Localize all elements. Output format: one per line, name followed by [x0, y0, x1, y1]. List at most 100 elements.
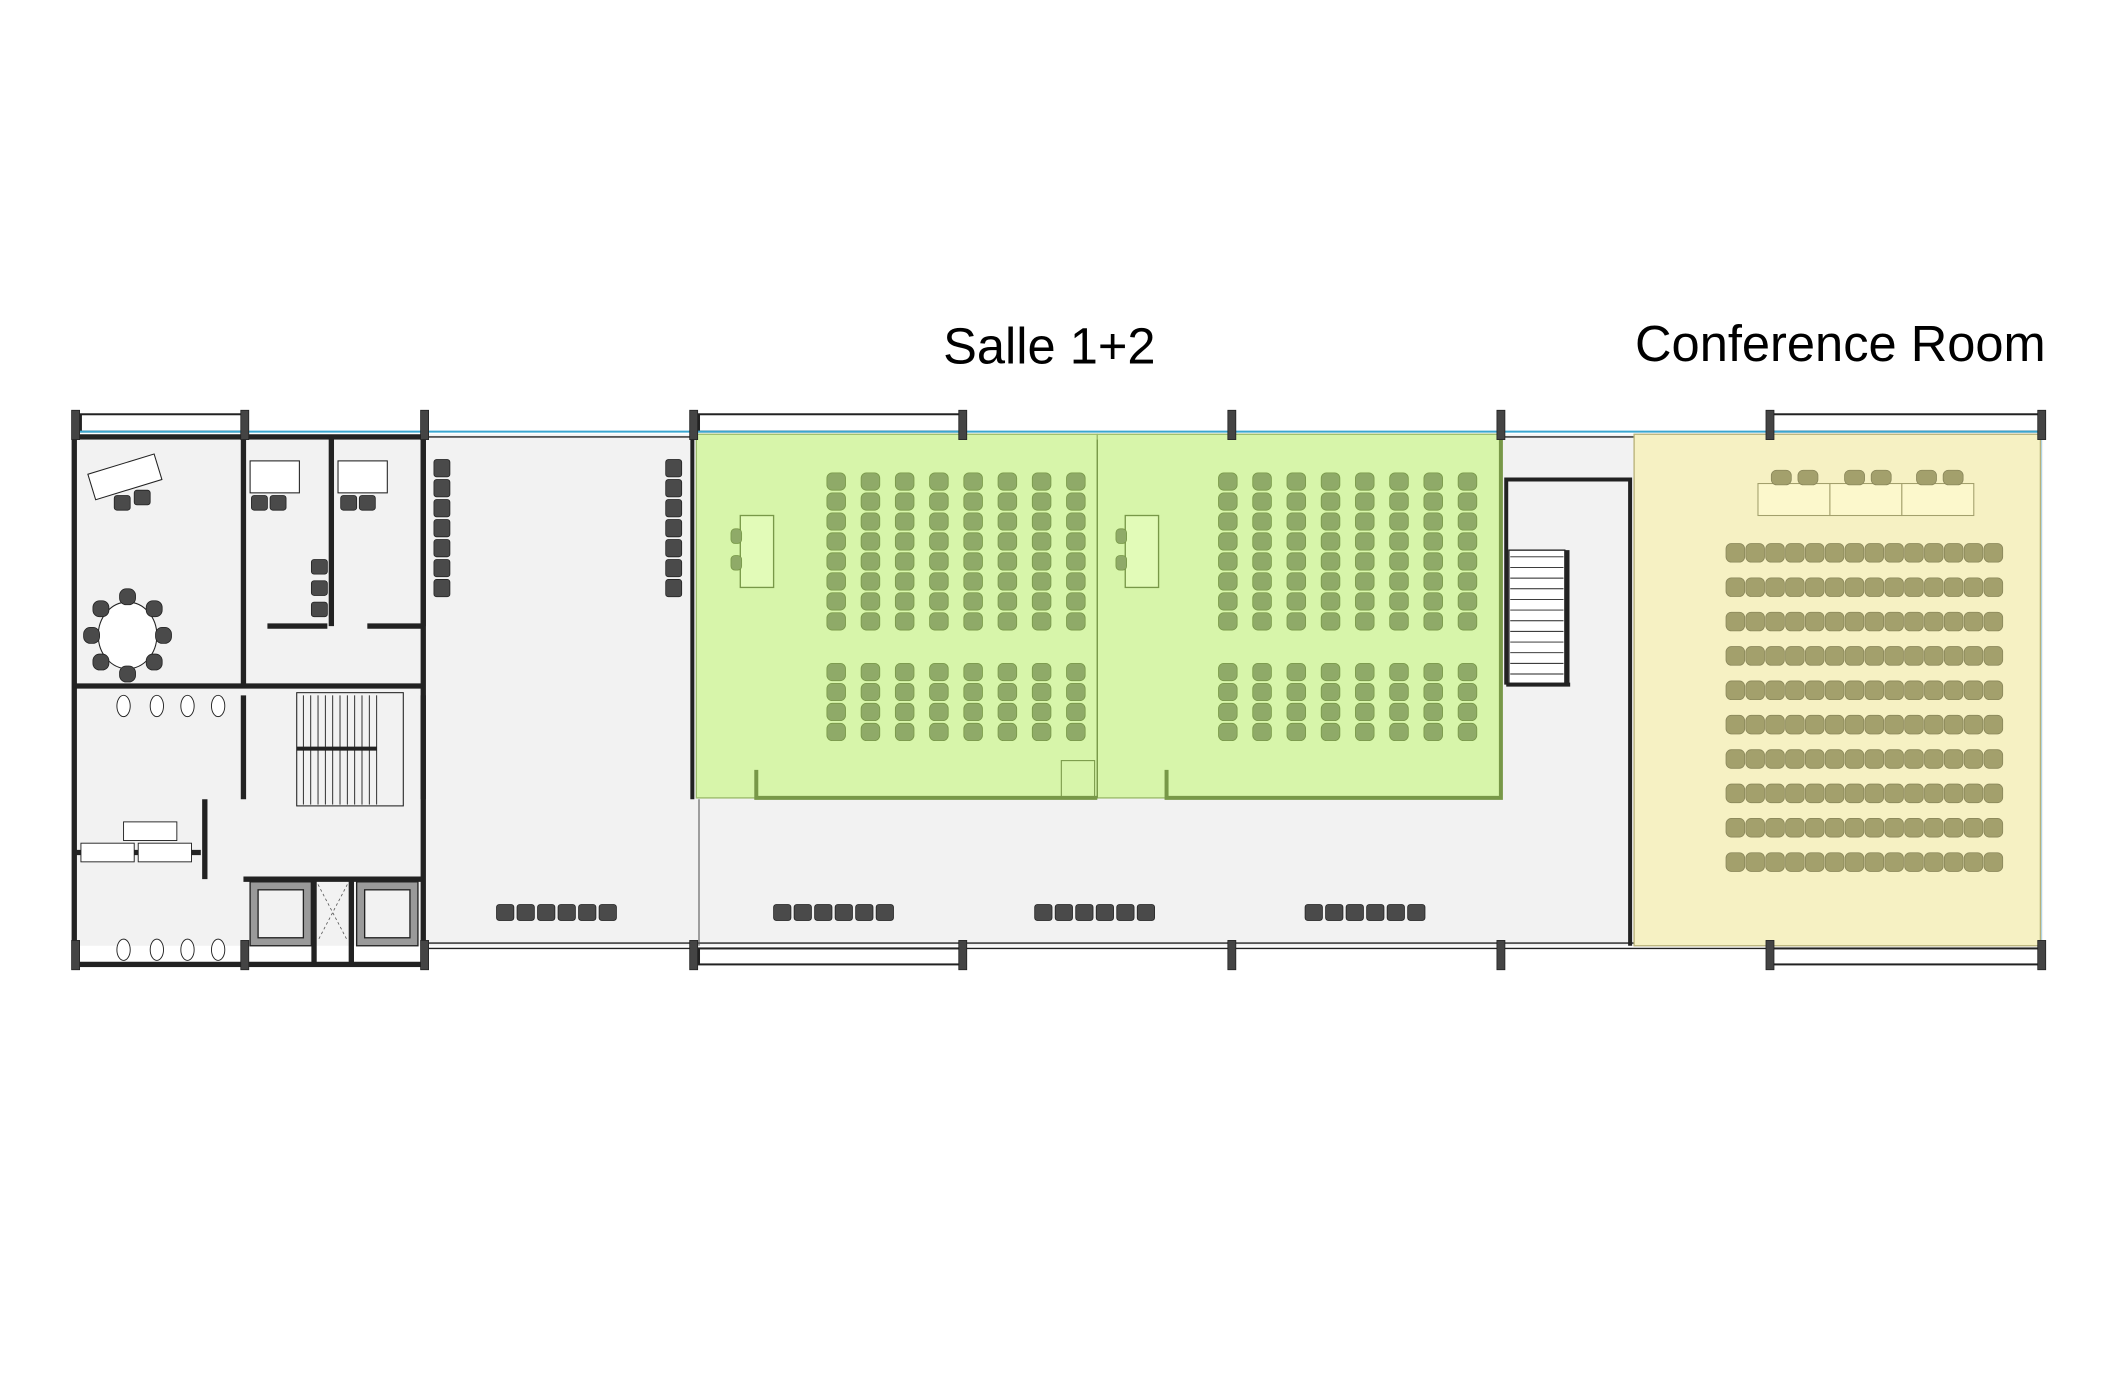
- stair-steps: [302, 695, 378, 805]
- chair: [1785, 818, 1805, 838]
- chair: [310, 580, 328, 596]
- chair: [1904, 749, 1924, 769]
- chair: [963, 572, 983, 591]
- chair: [1457, 552, 1478, 571]
- chair: [1116, 904, 1135, 921]
- chair: [1286, 512, 1307, 531]
- chair: [826, 572, 846, 591]
- chair: [665, 499, 683, 518]
- chair: [1423, 702, 1443, 722]
- chair: [1904, 714, 1924, 735]
- chair: [826, 512, 846, 531]
- chair: [963, 662, 983, 682]
- chair: [1389, 662, 1409, 682]
- chair: [1355, 532, 1375, 551]
- chair: [1824, 646, 1845, 666]
- chair: [1218, 722, 1238, 742]
- chair: [1066, 702, 1086, 722]
- chair: [1423, 722, 1443, 742]
- chair: [1031, 472, 1052, 491]
- chair: [1218, 492, 1238, 511]
- chair: [358, 495, 376, 511]
- chair: [1252, 572, 1272, 591]
- chair: [665, 459, 683, 478]
- chair: [1983, 749, 2004, 769]
- chair: [1943, 611, 1964, 632]
- chair: [1745, 543, 1765, 563]
- chair: [1320, 662, 1341, 682]
- chair: [826, 702, 846, 722]
- chair: [1924, 680, 1944, 700]
- chair: [1355, 722, 1375, 742]
- chair: [1942, 469, 1964, 486]
- chair: [1457, 662, 1478, 682]
- chair: [1765, 714, 1785, 735]
- chair: [1943, 680, 1964, 700]
- chair: [826, 662, 846, 682]
- chair: [1423, 612, 1443, 631]
- chair: [269, 495, 287, 511]
- chair: [155, 626, 172, 644]
- chair: [1286, 592, 1307, 611]
- chair: [1983, 783, 2004, 804]
- chair: [894, 722, 915, 742]
- chair: [997, 682, 1018, 702]
- chair: [1355, 682, 1375, 702]
- chair: [1355, 512, 1375, 531]
- chair: [1963, 714, 1984, 735]
- chair: [1034, 904, 1053, 921]
- chair: [145, 600, 163, 618]
- chair: [929, 662, 949, 682]
- chair: [1389, 492, 1409, 511]
- chair: [92, 600, 110, 618]
- chair: [1423, 472, 1443, 491]
- chair: [1355, 702, 1375, 722]
- elevators: [249, 881, 419, 947]
- chair: [557, 904, 576, 921]
- chair: [1457, 682, 1478, 702]
- chair: [1457, 722, 1478, 742]
- column: [1227, 940, 1237, 971]
- chair: [578, 904, 597, 921]
- chair: [496, 904, 515, 921]
- chair: [1844, 680, 1865, 700]
- chair: [1320, 682, 1341, 702]
- chair: [1805, 714, 1825, 735]
- chair: [340, 495, 358, 511]
- chair: [1864, 577, 1885, 597]
- chair: [1423, 572, 1443, 591]
- chair: [860, 592, 881, 611]
- chair: [997, 572, 1018, 591]
- chair: [1864, 646, 1885, 666]
- chair: [814, 904, 833, 921]
- chair: [1785, 749, 1805, 769]
- chair: [997, 472, 1018, 491]
- chair: [1824, 852, 1845, 872]
- chair: [1963, 749, 1984, 769]
- chair: [1904, 577, 1924, 597]
- chair: [1286, 572, 1307, 591]
- chair: [1218, 572, 1238, 591]
- chair: [1797, 469, 1819, 486]
- chair: [963, 702, 983, 722]
- chair: [598, 904, 617, 921]
- chair: [860, 552, 881, 571]
- chair: [1320, 702, 1341, 722]
- chair: [1355, 572, 1375, 591]
- chair: [1218, 592, 1238, 611]
- chair: [963, 612, 983, 631]
- chair: [665, 519, 683, 538]
- chair: [1286, 682, 1307, 702]
- chair: [1355, 492, 1375, 511]
- head-table-chairs: [1770, 469, 1964, 486]
- salle-label: Salle 1+2: [943, 318, 1155, 375]
- conference-head-table: [1757, 483, 1975, 517]
- column: [1496, 940, 1506, 971]
- chair: [1218, 682, 1238, 702]
- chair: [1457, 472, 1478, 491]
- chair: [1355, 592, 1375, 611]
- chair: [1884, 611, 1904, 632]
- column: [689, 409, 699, 440]
- chair: [310, 601, 328, 618]
- chair: [1252, 682, 1272, 702]
